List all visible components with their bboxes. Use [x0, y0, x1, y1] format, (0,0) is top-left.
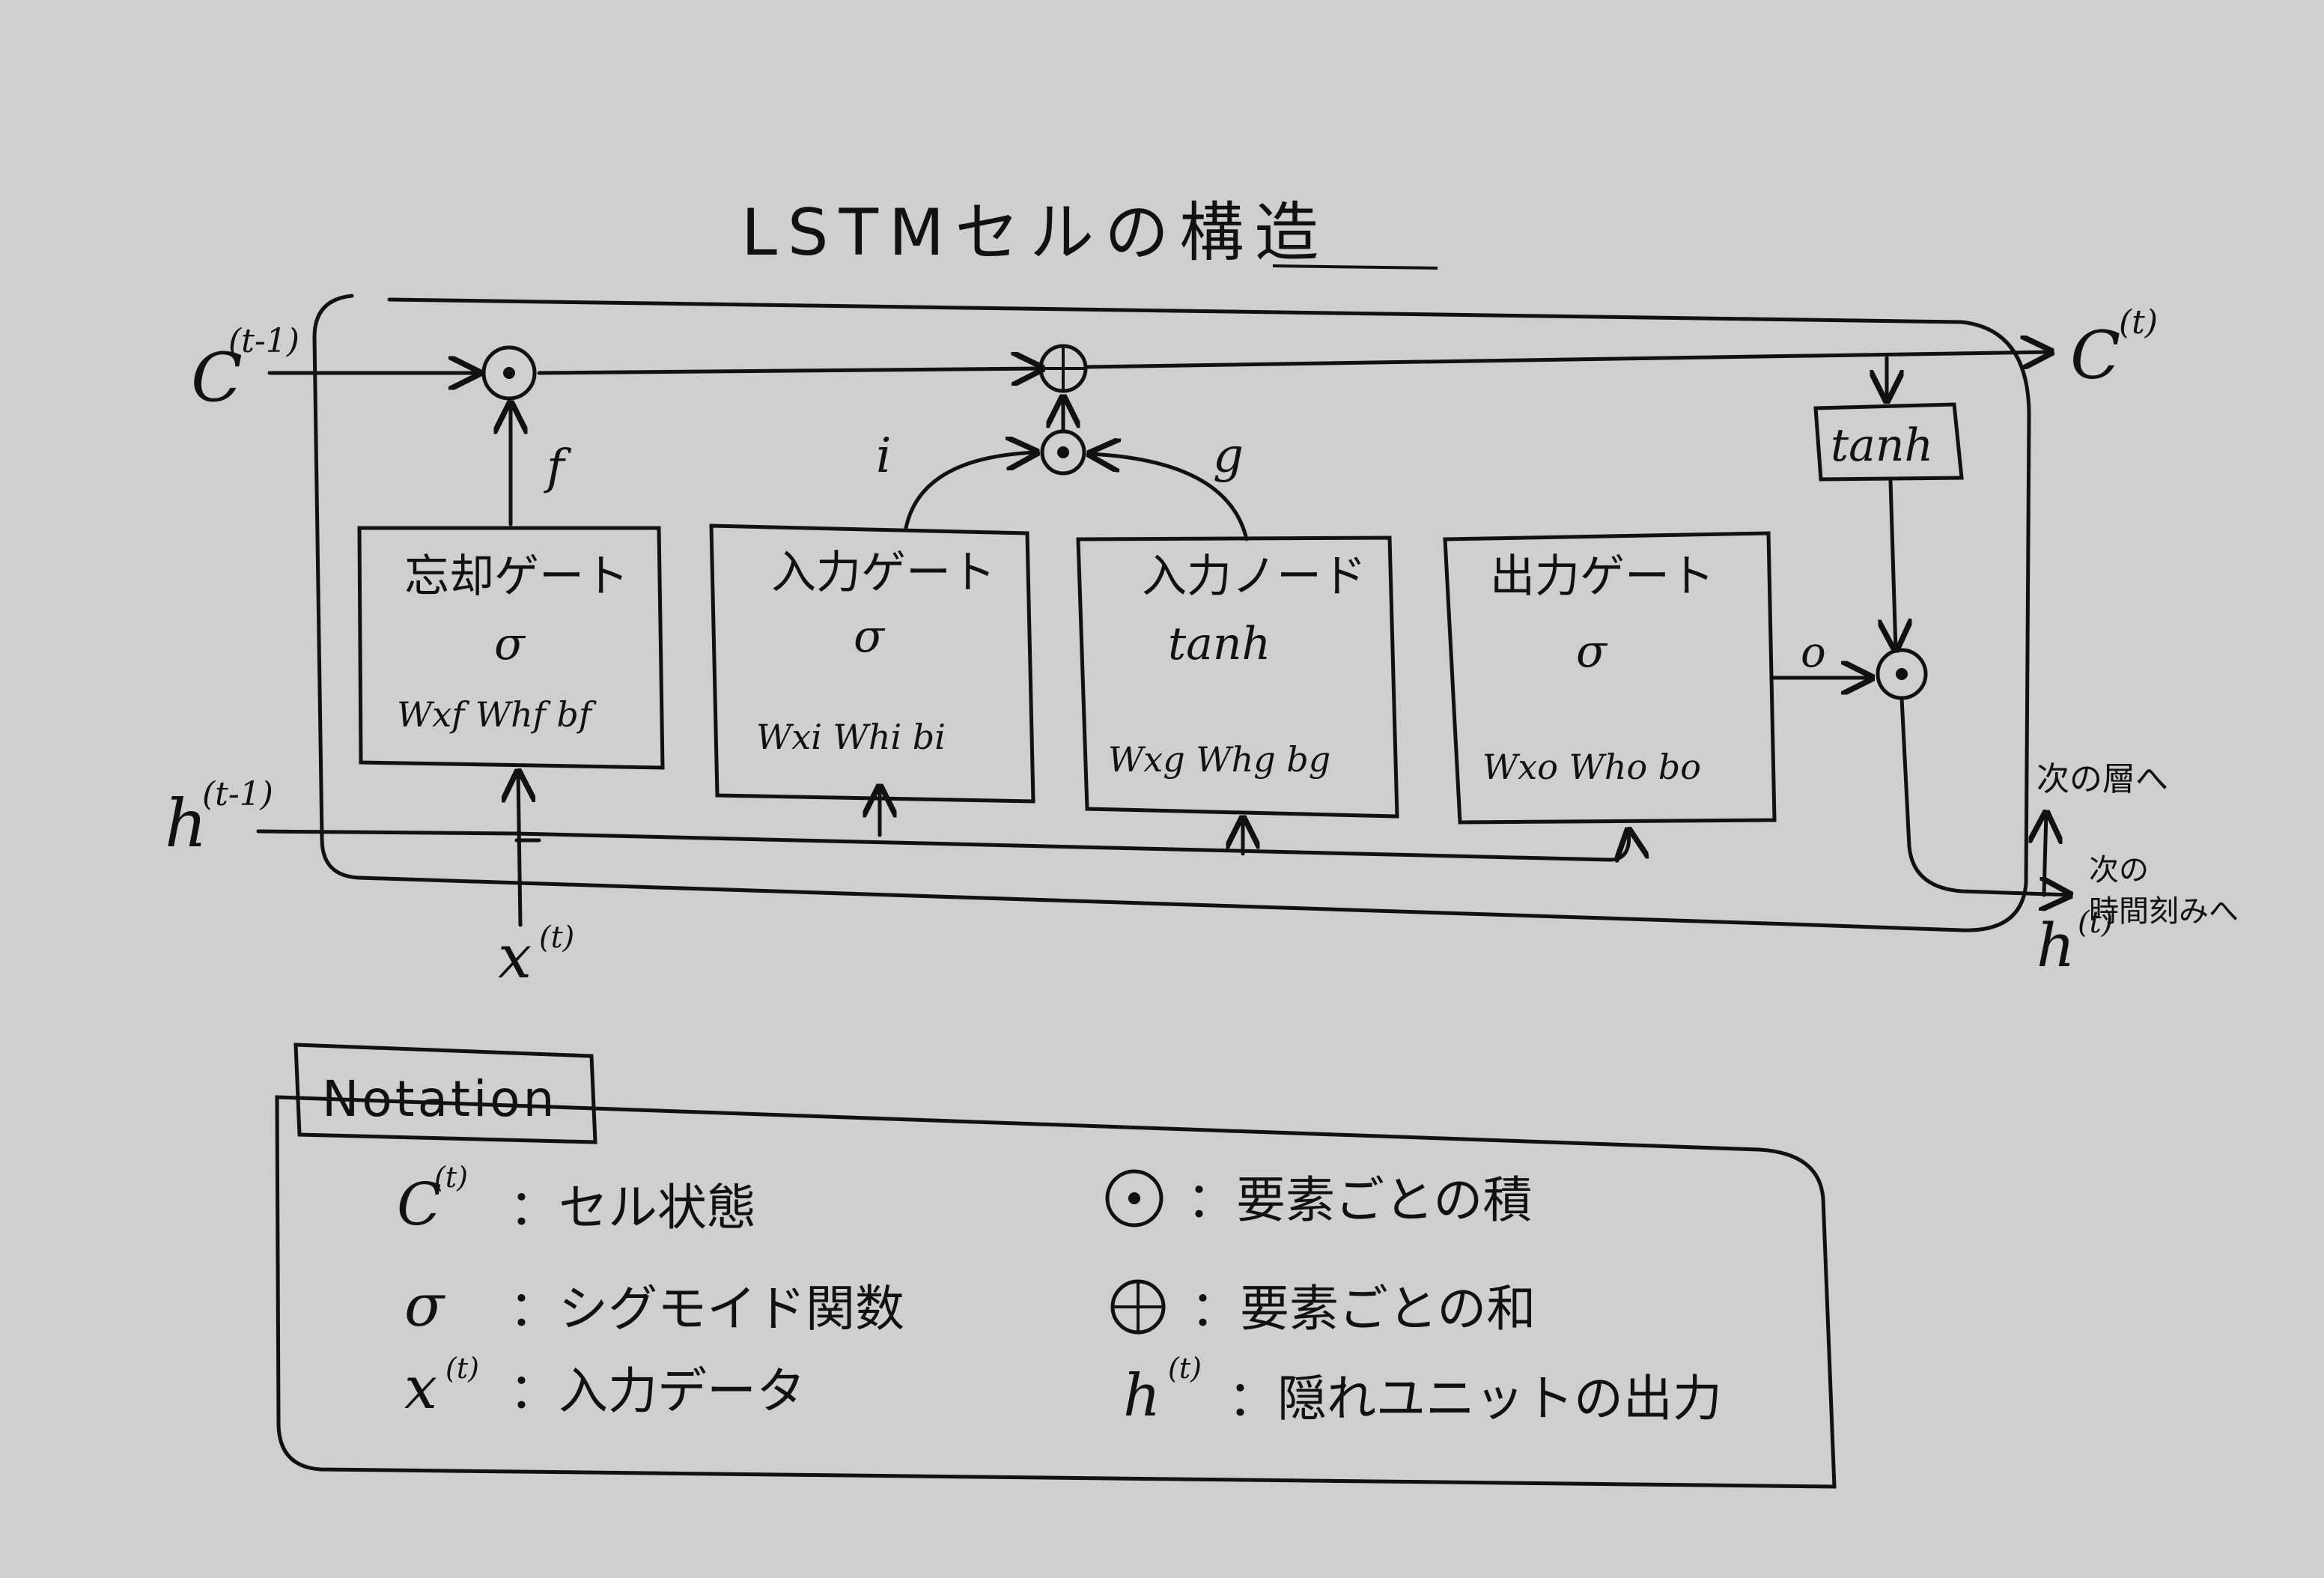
svg-text:(t): (t) — [2119, 303, 2158, 342]
svg-text:：シグモイド関数: ：シグモイド関数 — [509, 1280, 904, 1338]
svg-text:(t): (t) — [445, 1352, 479, 1385]
c-next-label: C (t) — [2070, 303, 2158, 394]
notation-item-hidden-output: h (t) ：隠れユニットの出力 — [1123, 1352, 1722, 1430]
notation-item-elementwise-sum: ：要素ごとの和 — [1110, 1279, 1536, 1338]
svg-text:h: h — [1123, 1362, 1161, 1430]
hidden-output-path — [1899, 696, 2070, 895]
notation-item-sigmoid: σ ：シグモイド関数 — [404, 1272, 904, 1340]
svg-text:(t-1): (t-1) — [228, 322, 299, 360]
output-gate-params: Wxo Who bo — [1482, 747, 1701, 787]
output-gate-box: 出力ゲート σ Wxo Who bo — [1443, 531, 1777, 825]
input-node-params: Wxg Whg bg — [1108, 739, 1330, 780]
output-product-node — [1876, 648, 1928, 700]
svg-text:：入力データ: ：入力データ — [509, 1362, 806, 1420]
svg-text:h: h — [2036, 911, 2075, 980]
forget-product-node — [481, 345, 537, 401]
svg-text:(t-1): (t-1) — [202, 775, 273, 813]
svg-text:x: x — [404, 1355, 437, 1422]
input-gate-params: Wxi Whi bi — [756, 717, 946, 757]
cell-tanh-box: tanh — [1813, 402, 1964, 482]
notation-item-cell-state: C (t) ：セル状態 — [397, 1161, 756, 1239]
output-signal-label: o — [1801, 628, 1826, 677]
notation-item-input-data: x (t) ：入力データ — [404, 1352, 806, 1422]
input-node-box: 入力ノード tanh Wxg Whg bg — [1076, 535, 1399, 819]
cell-state-line-out — [1083, 352, 2051, 367]
svg-text:(t): (t) — [434, 1161, 468, 1194]
forget-gate-name: 忘却ゲート — [404, 550, 629, 603]
to-next-time-label-2: 時間刻みへ — [2089, 894, 2239, 929]
forget-gate-params: Wxf Whf bf — [397, 694, 597, 735]
cell-tanh-label: tanh — [1831, 419, 1933, 472]
svg-text:：要素ごとの積: ：要素ごとの積 — [1187, 1171, 1532, 1229]
c-prev-label: C (t-1) — [191, 322, 299, 417]
svg-text:C: C — [2070, 317, 2120, 394]
title-underline — [1272, 264, 1438, 270]
node-signal-curve — [1089, 454, 1249, 541]
hidden-input-line — [256, 830, 1629, 860]
input-product-node — [1040, 429, 1086, 476]
svg-text:：要素ごとの和: ：要素ごとの和 — [1190, 1280, 1536, 1338]
forget-signal-label: f — [544, 440, 572, 495]
svg-text:(t): (t) — [2078, 905, 2113, 940]
input-gate-box: 入力ゲート σ Wxi Whi bi — [709, 524, 1035, 804]
input-gate-activation: σ — [854, 610, 886, 663]
input-node-activation: tanh — [1168, 618, 1271, 670]
forget-gate-activation: σ — [494, 618, 526, 670]
node-signal-label: g — [1213, 428, 1244, 484]
notation-box: Notation C (t) ：セル状態 σ ：シグモイド関数 x (t) ：入… — [275, 1043, 1837, 1489]
svg-text:：隠れユニットの出力: ：隠れユニットの出力 — [1228, 1370, 1722, 1427]
to-next-time-label-1: 次の — [2089, 853, 2149, 887]
input-signal-curve — [904, 452, 1037, 530]
input-signal-label: i — [876, 428, 891, 484]
svg-text:σ: σ — [404, 1272, 445, 1340]
next-layer-arrow — [2044, 813, 2046, 897]
cell-state-line-mid — [537, 368, 1042, 373]
output-gate-activation: σ — [1576, 625, 1608, 678]
svg-text:h: h — [165, 785, 207, 862]
cell-sum-node — [1038, 344, 1088, 393]
svg-text:(t): (t) — [1168, 1352, 1202, 1385]
outer-loop-path — [312, 294, 2031, 932]
svg-text:：セル状態: ：セル状態 — [509, 1179, 756, 1236]
h-next-label: h (t) — [2036, 905, 2113, 980]
svg-text:x: x — [498, 922, 532, 992]
svg-text:C: C — [191, 339, 243, 417]
forget-gate-box: 忘却ゲート σ Wxf Whf bf — [357, 526, 665, 770]
diagram-title: LSTMセルの構造 — [741, 195, 1329, 270]
output-gate-name: 出力ゲート — [1490, 550, 1715, 603]
notation-title: Notation — [322, 1070, 558, 1128]
notation-title-tab — [293, 1043, 597, 1144]
x-input-label: x (t) — [498, 920, 574, 992]
x-input-line — [518, 771, 520, 927]
notation-item-elementwise-product: ：要素ごとの積 — [1105, 1169, 1532, 1229]
input-gate-name: 入力ゲート — [771, 547, 996, 599]
to-next-layer-label: 次の層へ — [2036, 760, 2168, 798]
svg-text:C: C — [397, 1171, 442, 1239]
h-prev-label: h (t-1) — [165, 775, 273, 862]
input-node-name: 入力ノード — [1142, 550, 1366, 603]
svg-text:(t): (t) — [539, 920, 574, 955]
